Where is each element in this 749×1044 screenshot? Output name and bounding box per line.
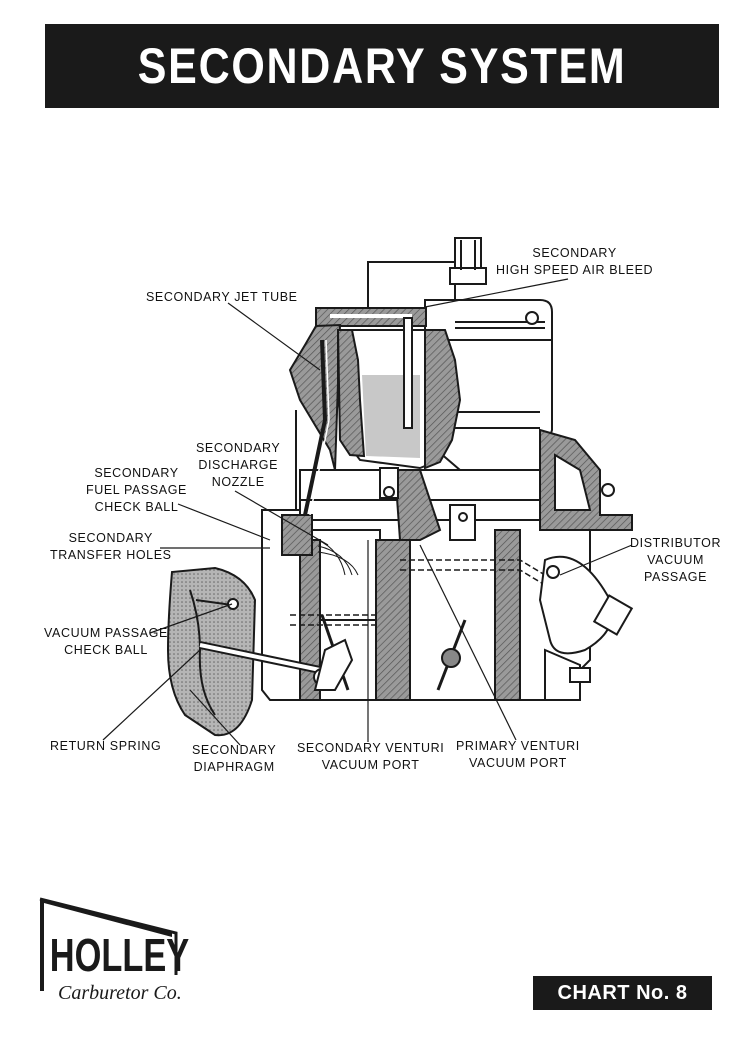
label-secondary-fuel-passage-check-ball: SECONDARY FUEL PASSAGE CHECK BALL — [86, 466, 187, 514]
carburetor-body — [166, 237, 634, 737]
label-primary-venturi-vacuum-port: PRIMARY VENTURI VACUUM PORT — [456, 739, 580, 770]
label-secondary-diaphragm: SECONDARY DIAPHRAGM — [192, 743, 277, 774]
logo-script-text: Carburetor Co. — [58, 982, 182, 1004]
label-distributor-vacuum-passage: DISTRIBUTOR VACUUM PASSAGE — [630, 536, 722, 584]
label-secondary-transfer-holes: SECONDARY TRANSFER HOLES — [50, 531, 172, 562]
label-secondary-high-speed-air-bleed: SECONDARY HIGH SPEED AIR BLEED — [496, 246, 654, 277]
chart-number-badge: CHART No. 8 — [533, 976, 712, 1010]
logo-brand-text: HOLLEY — [50, 929, 189, 981]
label-secondary-discharge-nozzle: SECONDARY DISCHARGE NOZZLE — [196, 441, 281, 489]
label-secondary-venturi-vacuum-port: SECONDARY VENTURI VACUUM PORT — [297, 741, 445, 772]
holley-logo: HOLLEY Carburetor Co. — [36, 895, 196, 1012]
label-secondary-jet-tube: SECONDARY JET TUBE — [146, 290, 298, 304]
leader-lines — [102, 278, 633, 746]
label-return-spring: RETURN SPRING — [50, 739, 162, 753]
title-bar: SECONDARY SYSTEM — [45, 24, 719, 108]
page-title: SECONDARY SYSTEM — [137, 38, 627, 94]
label-vacuum-passage-check-ball: VACUUM PASSAGE CHECK BALL — [44, 626, 168, 657]
